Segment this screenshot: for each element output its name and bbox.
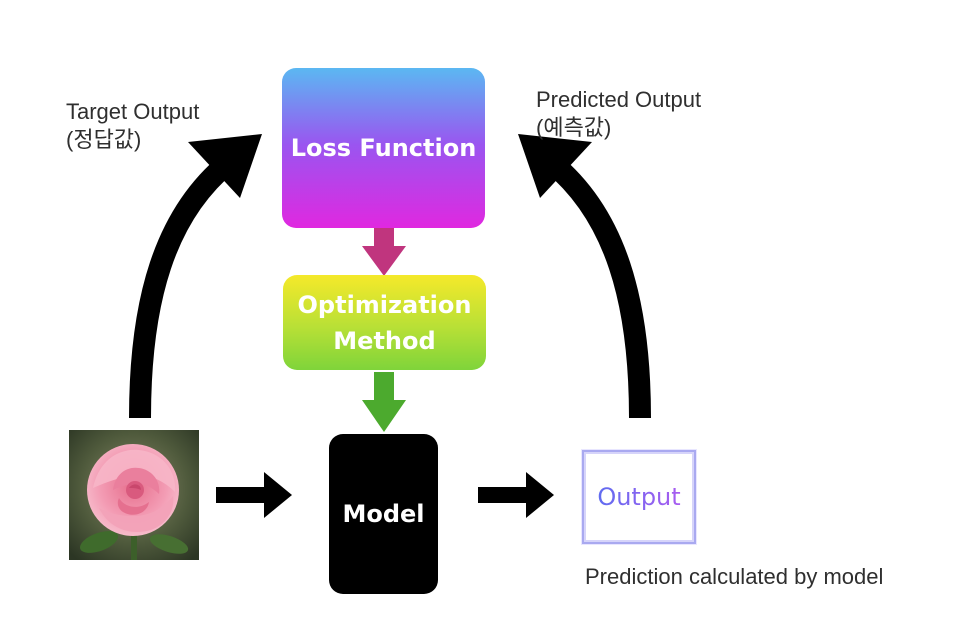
output-box: Output xyxy=(582,450,696,544)
predicted-curve-arrow xyxy=(544,154,651,419)
opt-to-model-shaft xyxy=(374,372,394,402)
loss-function-box: Loss Function xyxy=(282,68,485,228)
input-to-model-shaft xyxy=(216,487,268,503)
rose-image xyxy=(69,430,199,560)
model-to-output-shaft xyxy=(478,487,530,503)
loss-to-opt-head xyxy=(362,246,406,276)
predicted-arrowhead xyxy=(518,134,592,198)
predicted-output-label: Predicted Output (예측값) xyxy=(536,87,702,140)
loss-function-label: Loss Function xyxy=(290,134,477,162)
optimization-method-label: Optimization Method xyxy=(297,290,472,355)
output-label: Output xyxy=(597,483,681,511)
target-output-label: Target Output (정답값) xyxy=(66,99,200,152)
optimization-method-box: Optimization Method xyxy=(283,275,486,370)
model-to-output-head xyxy=(526,472,554,518)
target-arrowhead xyxy=(188,134,262,198)
target-curve-arrow xyxy=(129,154,236,419)
input-to-model-head xyxy=(264,472,292,518)
model-label: Model xyxy=(342,500,425,528)
model-box: Model xyxy=(329,434,438,594)
prediction-note-label: Prediction calculated by model xyxy=(585,564,884,589)
opt-to-model-head xyxy=(362,400,406,432)
